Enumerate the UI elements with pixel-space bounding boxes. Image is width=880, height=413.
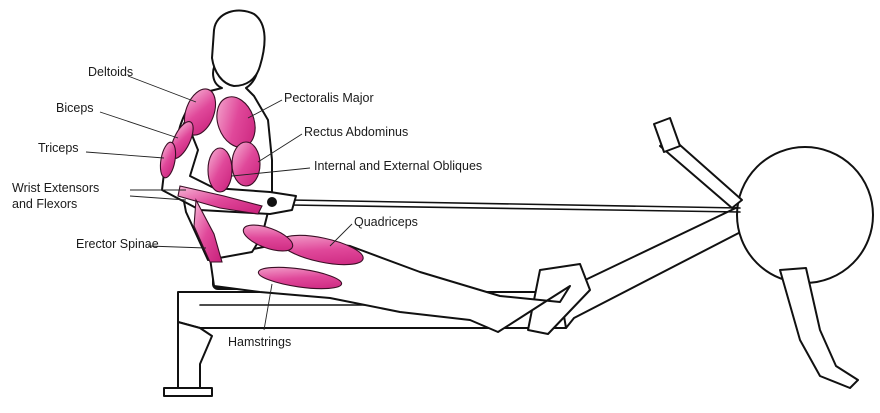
label-deltoids: Deltoids [88,65,133,79]
label-quadriceps: Quadriceps [354,215,418,229]
leader-biceps [100,112,178,138]
front-leg [780,268,858,388]
label-wrist-line1: Wrist Extensors [12,181,99,195]
rear-foot [164,388,212,396]
handle-grip [267,197,277,207]
label-hamstrings: Hamstrings [228,335,291,349]
leader-deltoids [128,76,196,102]
label-pectoralis-major: Pectoralis Major [284,91,374,105]
label-triceps: Triceps [38,141,79,155]
monitor [654,118,680,152]
front-beam [560,206,760,328]
label-obliques: Internal and External Obliques [314,159,482,173]
label-erector-spinae: Erector Spinae [76,237,159,251]
label-rectus-abdominus: Rectus Abdominus [304,125,408,139]
leader-triceps [86,152,164,158]
muscle-rectus [232,142,260,186]
label-wrist-line2: and Flexors [12,197,77,211]
flywheel-housing [737,147,873,283]
rower-head [212,11,265,86]
label-biceps: Biceps [56,101,94,115]
muscle-obliques [208,148,232,192]
rear-leg [178,322,212,394]
